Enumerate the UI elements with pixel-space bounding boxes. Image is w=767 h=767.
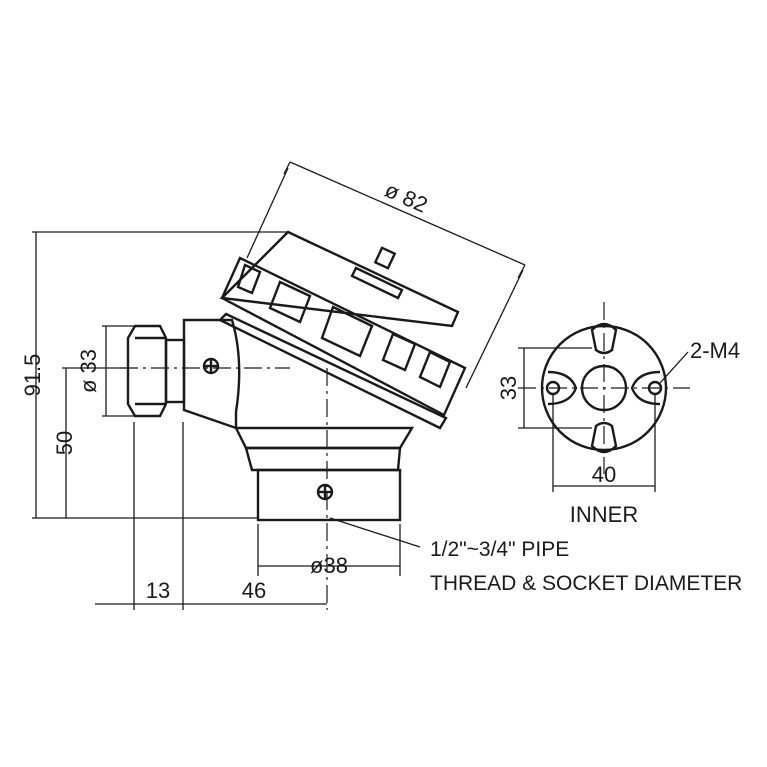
dim-gland-to-center: 46 <box>242 578 266 603</box>
cap <box>217 230 467 430</box>
dim-gland-offset: 13 <box>146 578 170 603</box>
socket-screw-icon <box>316 483 334 501</box>
dim-inner-width: 40 <box>592 462 616 487</box>
thread-note-line1: 1/2"~3/4" PIPE <box>430 538 569 561</box>
dim-cable-gland-diameter: ø 33 <box>76 349 101 393</box>
socket <box>256 468 402 522</box>
thread-note-line2: THREAD & SOCKET DIAMETER <box>430 572 742 595</box>
gland-screw-icon <box>202 357 220 375</box>
dim-cap-diameter: ø 82 <box>381 177 431 218</box>
cable-gland <box>126 324 220 418</box>
dim-socket-diameter: ø38 <box>310 553 348 578</box>
dim-inner-height: 33 <box>496 376 521 400</box>
housing <box>182 318 415 472</box>
dimension-lines <box>32 161 526 610</box>
bottom-slot <box>590 421 618 454</box>
dim-total-height: 91.5 <box>20 354 45 397</box>
inner-view <box>518 302 690 492</box>
label-screw-holes: 2-M4 <box>690 338 740 363</box>
dim-gland-center-height: 50 <box>52 431 77 455</box>
label-inner-view: INNER <box>570 502 638 527</box>
top-slot <box>590 322 618 355</box>
junction-box-side-view <box>120 230 467 610</box>
